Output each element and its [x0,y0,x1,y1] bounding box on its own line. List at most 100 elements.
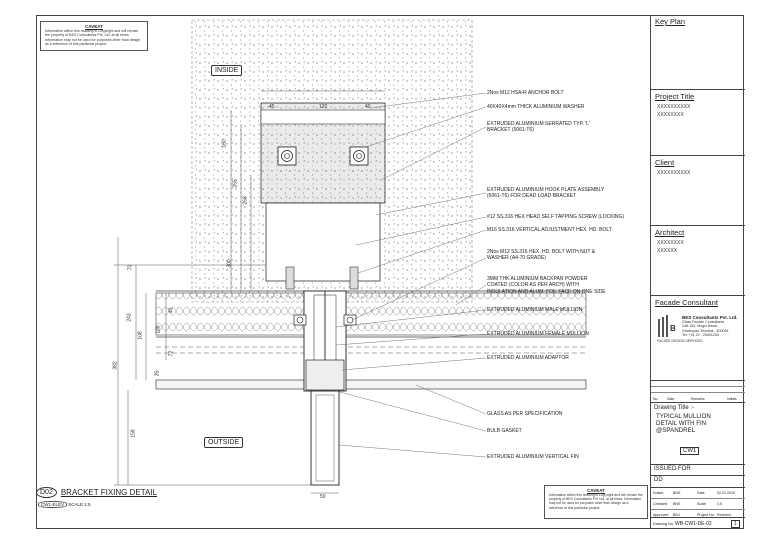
detail-scale: SCALE 1:5 [68,502,91,507]
detail-ref: CW1-ELEV [38,501,68,508]
architect-section: Architect XXXXXXXX XXXXXX [651,225,745,295]
sheet-number: 1 [731,519,740,528]
dim-70: 70 [127,264,134,271]
drawing-title-section: Drawing Title :- TYPICAL MULLION DETAIL … [651,402,745,464]
rev-col-initials: Initials [727,397,737,401]
signoff-label-drawn: Drawn [653,491,664,495]
callout-male-mullion: EXTRUDED ALUMINIUM MALE MULLION [487,307,583,313]
issued-for-label: ISSUED FOR [654,466,691,472]
glass-panel [155,379,587,390]
detail-scale-row: CW1-ELEV SCALE 1:5 [38,501,91,508]
callout-female-mullion: EXTRUDED ALUMINIUM FEMALE MULLION [487,331,589,337]
title-block: Key Plan Project Title XXXXXXXXXX XXXXXX… [650,15,745,529]
caveat-bottom: CAVEAT Information within this drawing i… [544,485,648,519]
client-value: XXXXXXXXXX [657,170,691,176]
callout-glass: GLASS AS PER SPECIFICATION [487,411,563,417]
callout-hook-plate: EXTRUDED ALUMINIUM HOOK PLATE ASSEMBLY (… [487,187,605,200]
callout-adjust-bolt: M16 SS.316 VERTICAL ADJUSTMENT HEX. HD. … [487,227,612,233]
dim-35: 35 [154,370,161,377]
dim-158: 158 [130,429,137,438]
callout-backpan: 3MM THK ALUMINIUM BACKPAN POWDER COATED … [487,276,606,295]
signoff-revision: Revision [717,513,731,517]
signoff-row-3: Approved BNJ Project No. Revision [651,510,745,520]
dim-50: 50 [320,494,326,500]
callout-washer: 40X40X4mm THICK ALUMINIUM WASHER [487,104,585,110]
callout-l-bracket: EXTRUDED ALUMINIUM SERRATED TYP. 'L' BRA… [487,121,590,134]
key-plan-section: Key Plan [651,15,745,89]
signoff-label-date: Date [697,491,705,495]
consultant-line-4: Tel: +91 22 - 25001200 [682,333,719,338]
drawing-area: 45 120 40 160 255 263 300 70 243 108 138… [36,15,650,529]
dim-243: 243 [126,313,133,322]
vertical-fin [310,390,340,486]
caveat-bottom-text: Information within this drawing is Copyr… [549,493,643,510]
signoff-row-1: Drawn BNS Date 02.01.2019 [651,488,745,499]
drawing-code: CW1 [680,447,700,455]
signoff-table: Drawn BNS Date 02.01.2019 Checked BNS Sc… [651,487,745,517]
hook-plate [265,202,381,282]
rev-col-date: Date [667,397,675,401]
detail-name: BRACKET FIXING DETAIL [60,488,158,497]
dim-300: 300 [226,259,233,268]
svg-text:B: B [670,324,676,333]
consultant-name: BES Consultants Pvt. Ltd. [682,315,738,320]
adaptor [305,359,345,391]
drawing-title-label: Drawing Title :- [654,405,695,411]
detail-code: D02 [36,487,57,498]
caveat-bottom-title: CAVEAT [587,488,605,493]
consultant-line-1: Glass Facade Consultants [682,320,725,324]
rev-col-no: No. [653,397,659,401]
drawing-title-line-2: DETAIL WITH FIN [656,420,707,427]
dim-72: 72 [168,350,175,357]
consultant-block: B BES Consultants Pvt. Ltd. Glass Facade… [651,309,745,339]
project-line-2: XXXXXXXX [657,112,684,118]
signoff-scale: 1:5 [717,502,722,506]
callout-adaptor: EXTRUDED ALUMINIUM ADAPTOR [487,355,569,361]
insulation-backpan [155,292,587,336]
leader-lines [335,92,487,458]
signoff-label-project: Project No. [697,513,715,517]
caveat-top-text: Information within this drawing is Copyr… [45,29,141,47]
dim-top-40: 40 [365,104,371,110]
signoff-drawn-by: BNS [673,491,681,495]
section-drawing [114,19,587,494]
dim-40: 40 [168,307,175,314]
signoff-label-scale: Scale [697,502,706,506]
rev-col-remarks: Remarks [691,397,705,401]
dim-382: 382 [112,361,119,370]
dim-top-45: 45 [269,104,275,110]
architect-line-2: XXXXXX [657,248,678,254]
key-plan-heading: Key Plan [655,17,686,26]
project-title-section: Project Title XXXXXXXXXX XXXXXXXX [651,89,745,155]
anchor-bolt-left [277,146,297,166]
callout-hex-bolt: 2Nos M12 SS.316 HEX. HD. BOLT WITH NUT &… [487,249,596,262]
drawing-title-line-1: TYPICAL MULLION [656,413,711,420]
signoff-checked-by: BNS [673,502,681,506]
client-section: Client XXXXXXXXXX [651,155,745,225]
caveat-top-title: CAVEAT [85,24,103,29]
callout-anchor-bolt: 2Nos M12 HSA-R ANCHOR BOLT [487,90,564,96]
dim-263: 263 [242,196,249,205]
signoff-label-approved: Approved [653,513,669,517]
detail-title: D02 BRACKET FIXING DETAIL [36,487,157,498]
consultant-footer: FACADE DESIGN SERVICES [657,339,703,343]
dim-255: 255 [232,179,239,188]
consultant-line-2: 148-150, Mogul Bazar, [682,324,719,329]
bes-logo-icon: B [658,315,676,337]
dim-160: 160 [221,139,228,148]
caveat-top: CAVEAT Information within this drawing i… [40,21,148,51]
facade-consultant-heading: Facade Consultant [655,298,718,307]
signoff-approved-by: BNJ [673,513,680,517]
project-line-1: XXXXXXXXXX [657,104,691,110]
issued-value-section: DD [651,475,745,487]
facade-consultant-section: Facade Consultant B BES Consultants Pvt.… [651,295,745,380]
architect-heading: Architect [655,228,685,237]
callout-fin: EXTRUDED ALUMINIUM VERTICAL FIN [487,454,579,460]
drawing-no-label: Drawing No. [653,521,674,526]
outside-label: OUTSIDE [204,437,244,448]
consultant-line-3: Ghatkopar, Mumbai - 400084 [682,328,729,333]
revision-table: No. Date Remarks Initials [651,380,745,402]
dim-108: 108 [137,331,144,340]
revision-header: No. Date Remarks Initials [651,393,745,401]
callout-tapping-screw: #12 SS.316 HEX HEAD SELF TAPPING SCREW (… [487,214,625,220]
